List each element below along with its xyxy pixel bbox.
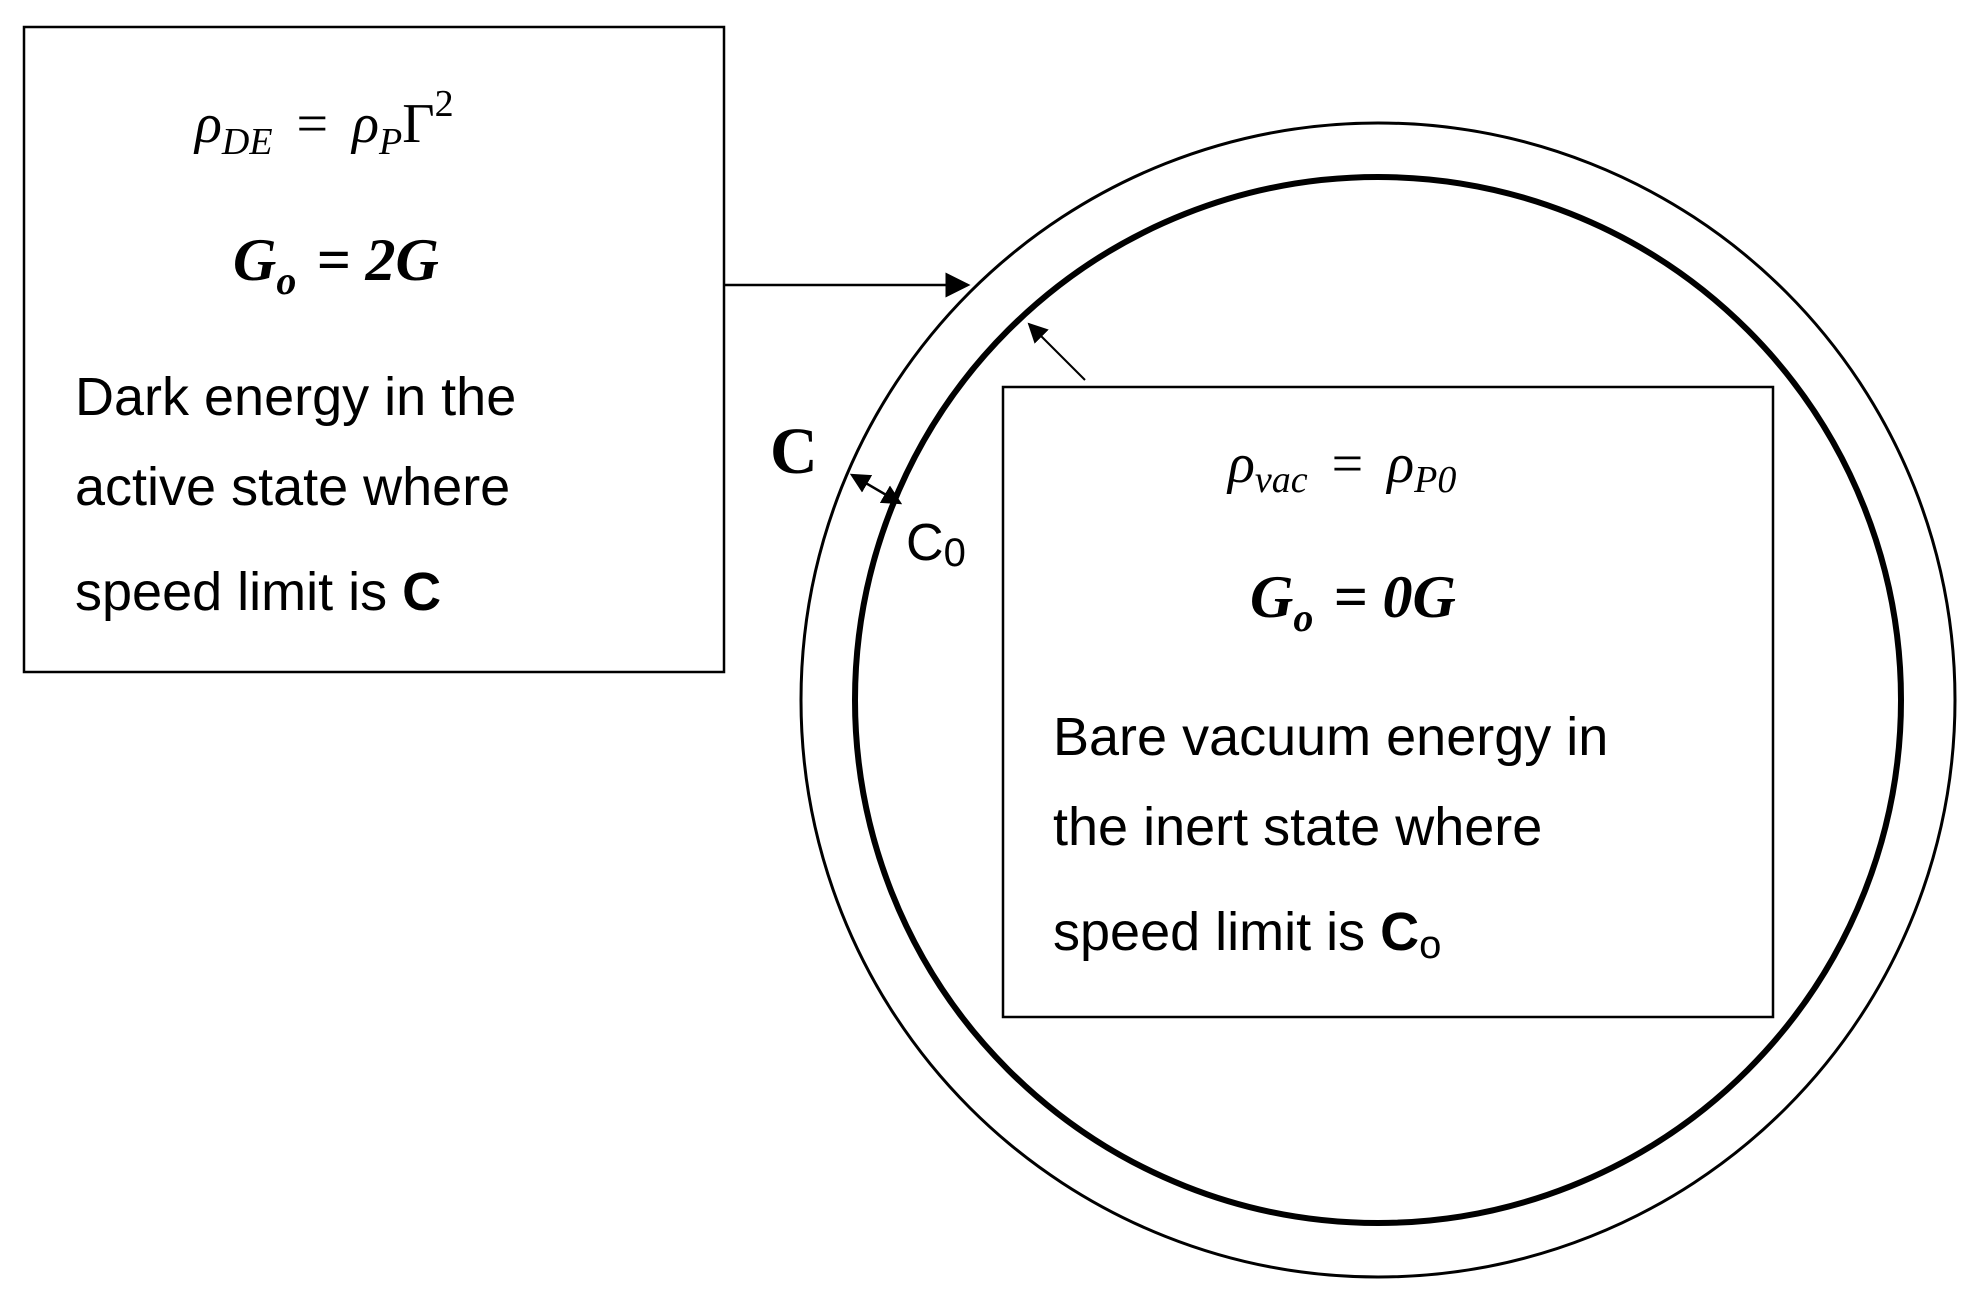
left-g-symbol: G — [233, 227, 276, 293]
right-density-lhs-sub: vac — [1255, 459, 1308, 501]
inner-circle — [852, 174, 1904, 1226]
left-desc-line3-c: C — [402, 562, 441, 622]
outer-c-label: C — [770, 415, 818, 488]
inner-c0-label: C0 — [906, 514, 966, 575]
left-density-equation: ρDE=ρPΓ2 — [193, 83, 454, 163]
gap-double-arrow — [849, 473, 903, 505]
left-desc-line1: Dark energy in the — [75, 367, 516, 427]
left-g-rhs: = 2G — [316, 227, 439, 293]
inner-c0-sub: 0 — [944, 531, 966, 575]
right-desc-line3: speed limit is Co — [1053, 902, 1441, 967]
left-density-equals: = — [297, 93, 329, 155]
right-density-rhs-symbol: ρ — [1385, 433, 1414, 495]
left-desc-line3: speed limit is C — [75, 562, 441, 622]
right-g-equation: Go = 0G — [1250, 564, 1456, 640]
right-desc-line3-prefix: speed limit is — [1053, 902, 1380, 962]
left-desc-line3-prefix: speed limit is — [75, 562, 402, 622]
left-density-gamma-exp: 2 — [435, 83, 454, 125]
right-desc-line3-sub: o — [1419, 923, 1441, 967]
outer-circle — [799, 121, 1957, 1279]
right-density-equals: = — [1332, 433, 1364, 495]
right-density-equation: ρvac=ρP0 — [1226, 433, 1456, 501]
right-desc-line1: Bare vacuum energy in — [1053, 707, 1608, 767]
left-density-lhs-sub: DE — [221, 121, 273, 163]
left-desc-line2: active state where — [75, 457, 510, 517]
right-density-lhs-symbol: ρ — [1226, 433, 1255, 495]
left-density-lhs-symbol: ρ — [193, 93, 222, 155]
right-box — [1001, 385, 1775, 1019]
right-desc-line2: the inert state where — [1053, 797, 1542, 857]
arrow-to-inner-circle — [1027, 322, 1086, 381]
left-density-rhs-symbol: ρ — [350, 93, 379, 155]
right-density-rhs-sub: P0 — [1413, 459, 1456, 501]
left-density-rhs-sub: P — [378, 121, 402, 163]
right-g-sub: o — [1293, 595, 1313, 640]
inner-c0-main: C — [906, 514, 944, 572]
left-g-sub: o — [276, 258, 296, 303]
left-g-equation: Go = 2G — [233, 227, 439, 303]
left-box — [22, 25, 726, 674]
right-g-symbol: G — [1250, 564, 1293, 630]
right-g-rhs: = 0G — [1333, 564, 1456, 630]
left-density-gamma: Γ — [402, 93, 434, 155]
right-desc-line3-c: C — [1380, 902, 1419, 962]
